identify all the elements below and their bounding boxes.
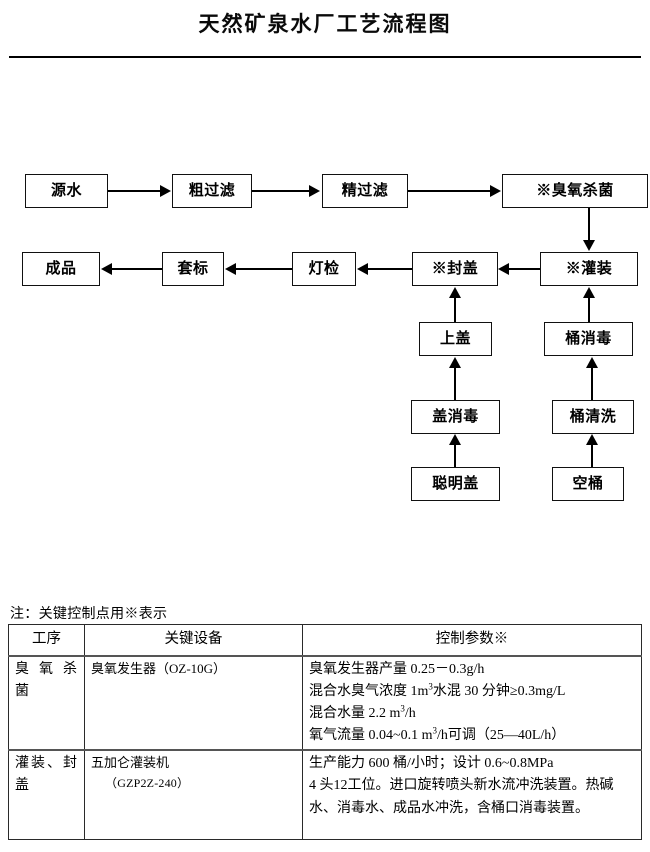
node-coarse-filter[interactable]: 粗过滤 xyxy=(172,174,252,208)
edge-filling-to-capseal-arrow xyxy=(498,263,509,275)
cell-parameters-ozone: 臭氧发生器产量 0.25－0.3g/h 混合水臭气浓度 1m3水混 30 分钟≥… xyxy=(302,655,642,751)
parameter-line-2: 4 头12工位。进口旋转喷头新水流冲洗装置。热碱水、消毒水、成品水冲洗，含桶口消… xyxy=(309,778,614,816)
node-smart-cap-label: 聪明盖 xyxy=(432,475,479,492)
node-finished-product-label: 成品 xyxy=(45,260,77,277)
edge-ozone-to-filling-line xyxy=(588,208,590,241)
process-line-1: 臭氧杀 xyxy=(15,661,77,677)
page-title: 天然矿泉水厂工艺流程图 xyxy=(198,12,452,36)
node-cap-disinfect[interactable]: 盖消毒 xyxy=(411,400,500,434)
node-cap-seal-label: ※封盖 xyxy=(431,260,479,277)
parameter-line-1: 生产能力 600 桶/小时；设计 0.6~0.8MPa xyxy=(309,756,554,772)
node-empty-barrel[interactable]: 空桶 xyxy=(552,467,624,501)
edge-barrelwash-to-barreldis-arrow xyxy=(586,357,598,368)
node-fine-filter-label: 精过滤 xyxy=(341,182,389,199)
cell-parameters-filling: 生产能力 600 桶/小时；设计 0.6~0.8MPa 4 头12工位。进口旋转… xyxy=(302,749,642,841)
edge-label-to-product-arrow xyxy=(101,263,112,275)
table-header-row: 工序 关键设备 控制参数※ xyxy=(8,623,642,657)
edge-fine-to-ozone-line xyxy=(408,190,491,192)
parameter-line-4: 氧气流量 0.04~0.1 m3/h可调（25—40L/h） xyxy=(309,725,566,744)
edge-ozone-to-filling-arrow xyxy=(583,240,595,251)
title-divider xyxy=(9,56,641,58)
process-line-2: 菌 xyxy=(15,684,29,700)
node-cap-disinfect-label: 盖消毒 xyxy=(432,408,479,425)
edge-smartcap-to-capdis-line xyxy=(454,444,456,467)
column-header-equipment: 关键设备 xyxy=(84,623,303,657)
cell-process-ozone: 臭氧杀 菌 xyxy=(8,655,85,751)
edge-emptybarrel-to-barrelwash-line xyxy=(591,444,593,467)
node-barrel-wash[interactable]: 桶清洗 xyxy=(552,400,634,434)
edge-fine-to-ozone-arrow xyxy=(490,185,501,197)
equipment-line-1: 五加仑灌装机 xyxy=(91,755,170,771)
node-fine-filter[interactable]: 精过滤 xyxy=(322,174,408,208)
process-line-1: 灌装、封 xyxy=(15,756,77,772)
node-barrel-disinfect-label: 桶消毒 xyxy=(565,330,612,347)
edge-coarse-to-fine-arrow xyxy=(309,185,320,197)
table-note: 注：关键控制点用※表示 xyxy=(10,607,168,622)
node-smart-cap[interactable]: 聪明盖 xyxy=(411,467,500,501)
node-cap-seal[interactable]: ※封盖 xyxy=(412,252,498,286)
edge-barreldis-to-filling-arrow xyxy=(583,287,595,298)
equipment-line-1: 臭氧发生器（OZ-10G） xyxy=(91,660,227,676)
edge-capseal-to-lamp-arrow xyxy=(357,263,368,275)
edge-capseal-to-lamp-line xyxy=(368,268,413,270)
node-cap-on-label: 上盖 xyxy=(439,330,471,347)
node-coarse-filter-label: 粗过滤 xyxy=(188,182,236,199)
column-header-parameters: 控制参数※ xyxy=(302,623,642,657)
edge-barreldis-to-filling-line xyxy=(588,297,590,322)
table-row: 灌装、封 盖 五加仑灌装机 （GZP2Z-240） 生产能力 600 桶/小时；… xyxy=(8,749,642,841)
table-row: 臭氧杀 菌 臭氧发生器（OZ-10G） 臭氧发生器产量 0.25－0.3g/h … xyxy=(8,655,642,751)
edge-emptybarrel-to-barrelwash-arrow xyxy=(586,434,598,445)
edge-capon-to-capseal-arrow xyxy=(449,287,461,298)
node-source-label: 源水 xyxy=(50,182,82,199)
node-lamp-inspect[interactable]: 灯检 xyxy=(292,252,356,286)
cell-equipment-ozone: 臭氧发生器（OZ-10G） xyxy=(84,655,303,751)
edge-barrelwash-to-barreldis-line xyxy=(591,368,593,400)
node-source[interactable]: 源水 xyxy=(25,174,108,208)
node-empty-barrel-label: 空桶 xyxy=(572,475,604,492)
node-cap-on[interactable]: 上盖 xyxy=(419,322,492,356)
edge-capon-to-capseal-line xyxy=(454,297,456,322)
edge-source-to-coarse-line xyxy=(108,190,161,192)
edge-capdis-to-capon-arrow xyxy=(449,357,461,368)
equipment-line-2: （GZP2Z-240） xyxy=(105,775,190,790)
node-finished-product[interactable]: 成品 xyxy=(22,252,100,286)
parameter-line-3: 混合水量 2.2 m3/h xyxy=(309,703,416,722)
edge-filling-to-capseal-line xyxy=(509,268,541,270)
node-barrel-disinfect[interactable]: 桶消毒 xyxy=(544,322,633,356)
column-header-process: 工序 xyxy=(8,623,85,657)
edge-label-to-product-line xyxy=(112,268,163,270)
process-flowchart: 源水 粗过滤 精过滤 ※臭氧杀菌 成品 套标 灯检 ※封盖 ※灌装 上盖 桶消毒… xyxy=(22,174,648,501)
edge-lamp-to-label-arrow xyxy=(225,263,236,275)
node-barrel-wash-label: 桶清洗 xyxy=(569,408,617,425)
node-label-sleeve[interactable]: 套标 xyxy=(162,252,224,286)
edge-coarse-to-fine-line xyxy=(252,190,310,192)
node-label-sleeve-label: 套标 xyxy=(177,260,209,277)
cell-equipment-filling: 五加仑灌装机 （GZP2Z-240） xyxy=(84,749,303,841)
control-parameters-table: 工序 关键设备 控制参数※ 臭氧杀 菌 臭氧发生器（OZ-10G） 臭氧发生器产… xyxy=(8,623,642,841)
node-filling[interactable]: ※灌装 xyxy=(540,252,638,286)
edge-capdis-to-capon-line xyxy=(454,368,456,400)
edge-source-to-coarse-arrow xyxy=(160,185,171,197)
node-ozone-sterilize[interactable]: ※臭氧杀菌 xyxy=(502,174,648,208)
node-lamp-inspect-label: 灯检 xyxy=(308,260,340,277)
process-line-2: 盖 xyxy=(15,778,29,794)
edge-smartcap-to-capdis-arrow xyxy=(449,434,461,445)
parameter-line-2: 混合水臭气浓度 1m3水混 30 分钟≥0.3mg/L xyxy=(309,681,566,700)
cell-process-filling: 灌装、封 盖 xyxy=(8,749,85,841)
node-ozone-sterilize-label: ※臭氧杀菌 xyxy=(536,182,614,199)
node-filling-label: ※灌装 xyxy=(565,260,613,277)
parameter-line-1: 臭氧发生器产量 0.25－0.3g/h xyxy=(309,661,485,677)
edge-lamp-to-label-line xyxy=(236,268,293,270)
